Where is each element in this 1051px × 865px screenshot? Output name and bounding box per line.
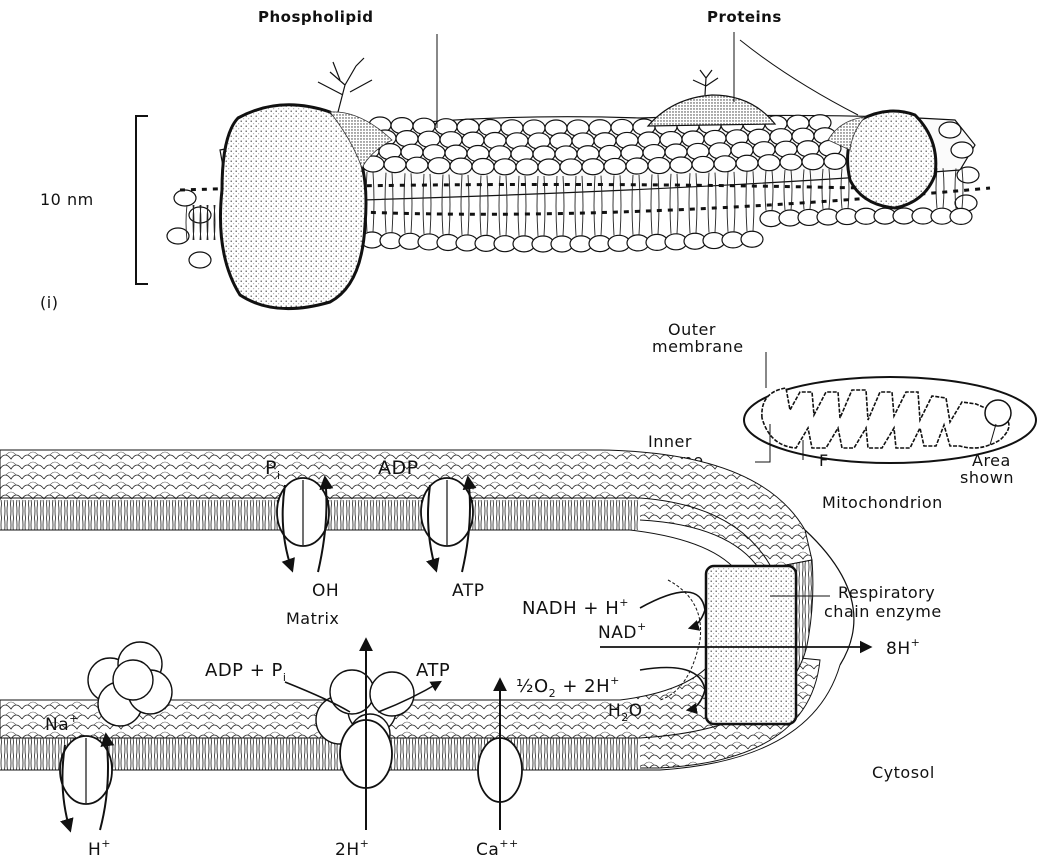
lipid-head <box>560 159 582 175</box>
lipid-head <box>670 157 692 173</box>
scale-bar <box>136 116 148 284</box>
inner-membrane-panel: Pi OH ADP ATP Matrix NADH + H+ NAD+ Resp… <box>0 450 942 860</box>
leader-proteins <box>734 32 858 115</box>
label-resp-1: Respiratory <box>838 583 935 602</box>
glycan-middle <box>693 70 718 95</box>
lipid-head <box>714 156 736 172</box>
peripheral-protein-middle <box>648 95 775 126</box>
lipid-head <box>428 158 450 174</box>
lipid-head <box>780 154 802 170</box>
integral-protein-right <box>848 111 936 208</box>
label-outer-2: membrane <box>652 337 744 356</box>
label-f: F <box>819 451 829 470</box>
label-cytosol: Cytosol <box>872 763 935 782</box>
bilayer-panel: 10 nm (i) Phospholipid Proteins <box>40 8 990 312</box>
lipid-head <box>538 159 560 175</box>
lipid-head <box>939 122 961 138</box>
lipid-head <box>758 155 780 171</box>
upper-membrane-edge2 <box>0 530 740 575</box>
lipid-head <box>626 158 648 174</box>
label-adp: ADP <box>378 457 419 479</box>
label-adp-pi: ADP + Pi <box>205 660 286 684</box>
lipid-head <box>604 158 626 174</box>
respiratory-chain-enzyme <box>706 566 796 724</box>
lipid-head <box>472 159 494 175</box>
label-atp-matrix: ATP <box>452 581 484 601</box>
glycan-left <box>318 58 372 112</box>
label-nad: NAD+ <box>598 620 647 643</box>
label-2h-bottom: 2H+ <box>335 837 369 860</box>
panel-number: (i) <box>40 293 58 312</box>
lipid-head <box>951 142 973 158</box>
lipid-head <box>824 153 846 169</box>
label-o2: ½O2 + 2H+ <box>516 674 620 700</box>
lipid-head <box>957 167 979 183</box>
label-resp-2: chain enzyme <box>824 602 942 621</box>
lipid-head <box>692 156 714 172</box>
lipid-head <box>384 157 406 173</box>
label-phospholipid: Phospholipid <box>258 8 374 26</box>
lipid-head <box>950 208 972 224</box>
lipid-head <box>406 157 428 173</box>
label-ca: Ca++ <box>476 837 519 860</box>
lipid-head <box>516 159 538 175</box>
label-h-bottom: H+ <box>88 837 111 860</box>
lipid-head <box>174 190 196 206</box>
lipid-head <box>582 159 604 175</box>
area-shown-circle <box>985 400 1011 426</box>
scale-label: 10 nm <box>40 190 94 209</box>
label-8h: 8H+ <box>886 636 920 659</box>
label-atp-synthase: ATP <box>416 660 450 681</box>
lipid-head <box>648 158 670 174</box>
lower-head-groups <box>361 208 972 252</box>
lipid-head <box>167 228 189 244</box>
label-proteins: Proteins <box>707 8 782 26</box>
lipid-head <box>189 252 211 268</box>
integral-protein-large <box>220 105 366 309</box>
arrow-nadh <box>640 592 705 610</box>
lipid-head <box>494 159 516 175</box>
lipid-head <box>736 155 758 171</box>
label-area-2: shown <box>960 468 1014 487</box>
lipid-tail <box>936 168 944 208</box>
lipid-head <box>450 158 472 174</box>
label-matrix: Matrix <box>286 609 339 628</box>
lipid-head <box>741 231 763 247</box>
label-oh: OH <box>312 581 339 601</box>
lipid-head <box>802 154 824 170</box>
inset-title: Mitochondrion <box>822 493 943 512</box>
label-nadh: NADH + H+ <box>522 596 629 619</box>
label-inner-1: Inner <box>648 432 692 451</box>
